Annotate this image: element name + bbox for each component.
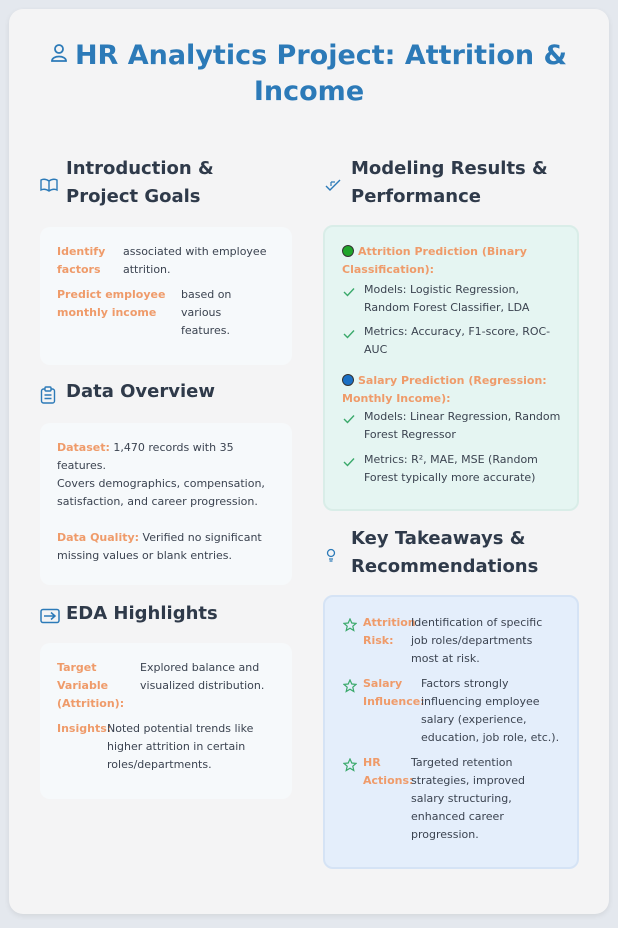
attrition-metrics: Metrics: Accuracy, F1-score, ROC-AUC bbox=[364, 325, 551, 356]
takeaways-heading: Key Takeaways & Recommendations bbox=[351, 528, 539, 577]
eda-card: Target Variable (Attrition): Explored ba… bbox=[40, 643, 292, 799]
check-icon bbox=[343, 458, 355, 467]
eda-heading: EDA Highlights bbox=[66, 603, 218, 624]
clipboard-icon bbox=[40, 386, 58, 404]
attrition-models: Models: Logistic Regression, Random Fore… bbox=[364, 283, 530, 314]
item-text: associated with employee attrition. bbox=[123, 245, 267, 276]
item-text: Identification of specific job roles/dep… bbox=[411, 616, 543, 665]
user-icon bbox=[51, 36, 67, 72]
item-label: Salary Influence: bbox=[363, 677, 425, 708]
item-label: Predict employee monthly income bbox=[57, 288, 166, 319]
star-icon bbox=[343, 758, 357, 772]
takeaways-card: Attrition Risk: Identification of specif… bbox=[323, 595, 579, 869]
intro-heading: Introduction & Project Goals bbox=[66, 158, 214, 207]
arrow-right-box-icon bbox=[40, 608, 60, 626]
covers-text: Covers demographics, compensation, satis… bbox=[57, 477, 265, 508]
intro-card: Identify factors associated with employe… bbox=[40, 227, 292, 365]
item-label: Attrition Risk: bbox=[363, 616, 416, 647]
dataset-text: 1,470 records with 35 features. bbox=[57, 441, 234, 472]
quality-line: Data Quality: Verified no significant mi… bbox=[57, 529, 279, 565]
item-text: Targeted retention strategies, improved … bbox=[411, 756, 525, 841]
eda-header: EDA Highlights bbox=[40, 600, 290, 628]
green-dot-icon bbox=[342, 245, 354, 257]
check-chart-icon bbox=[325, 177, 343, 195]
salary-prediction-title: Salary Prediction (Regression: Monthly I… bbox=[342, 372, 567, 408]
list-item: Predict employee monthly income based on… bbox=[57, 286, 282, 340]
modeling-header: Modeling Results & Performance bbox=[325, 155, 580, 211]
blue-dot-icon bbox=[342, 374, 354, 386]
item-text: Explored balance and visualized distribu… bbox=[140, 661, 265, 692]
list-item: Salary Influence: Factors strongly influ… bbox=[363, 675, 568, 747]
data-overview-card: Dataset: 1,470 records with 35 features.… bbox=[40, 423, 292, 585]
list-item: Target Variable (Attrition): Explored ba… bbox=[57, 659, 282, 713]
salary-models: Models: Linear Regression, Random Forest… bbox=[364, 410, 561, 441]
list-item: Insights: Noted potential trends like hi… bbox=[57, 720, 282, 774]
item-label: HR Actions: bbox=[363, 756, 414, 787]
quality-text: Verified no significant missing values o… bbox=[57, 531, 262, 562]
lightbulb-icon bbox=[325, 547, 343, 565]
item-label: Insights: bbox=[57, 722, 112, 735]
item-text: Factors strongly influencing employee sa… bbox=[421, 677, 560, 744]
check-icon bbox=[343, 415, 355, 424]
quality-label: Data Quality: bbox=[57, 531, 140, 544]
salary-title-text: Salary Prediction (Regression: Monthly I… bbox=[342, 374, 547, 405]
attrition-title-text: Attrition Prediction (Binary Classificat… bbox=[342, 245, 527, 276]
data-overview-header: Data Overview bbox=[40, 378, 290, 406]
attrition-prediction-title: Attrition Prediction (Binary Classificat… bbox=[342, 243, 562, 279]
list-item: Attrition Risk: Identification of specif… bbox=[363, 614, 568, 668]
item-label: Target Variable (Attrition): bbox=[57, 661, 125, 710]
dataset-line: Dataset: 1,470 records with 35 features. bbox=[57, 439, 279, 475]
page-title-text: HR Analytics Project: Attrition & Income bbox=[74, 40, 568, 107]
modeling-heading: Modeling Results & Performance bbox=[351, 158, 548, 207]
book-icon bbox=[40, 177, 58, 195]
intro-section-header: Introduction & Project Goals bbox=[40, 155, 290, 211]
check-icon bbox=[343, 330, 355, 339]
modeling-card: Attrition Prediction (Binary Classificat… bbox=[323, 225, 579, 511]
page-title: HR Analytics Project: Attrition & Income bbox=[0, 38, 618, 110]
check-icon bbox=[343, 288, 355, 297]
item-text: based on various features. bbox=[181, 288, 232, 337]
dataset-label: Dataset: bbox=[57, 441, 110, 454]
salary-metrics: Metrics: R², MAE, MSE (Random Forest typ… bbox=[364, 453, 538, 484]
list-item: HR Actions: Targeted retention strategie… bbox=[363, 754, 568, 844]
list-item: Identify factors associated with employe… bbox=[57, 243, 282, 279]
data-overview-heading: Data Overview bbox=[66, 381, 215, 402]
item-text: Noted potential trends like higher attri… bbox=[107, 722, 254, 771]
item-label: Identify factors bbox=[57, 245, 106, 276]
star-icon bbox=[343, 618, 357, 632]
star-icon bbox=[343, 679, 357, 693]
takeaways-header: Key Takeaways & Recommendations bbox=[325, 525, 580, 581]
